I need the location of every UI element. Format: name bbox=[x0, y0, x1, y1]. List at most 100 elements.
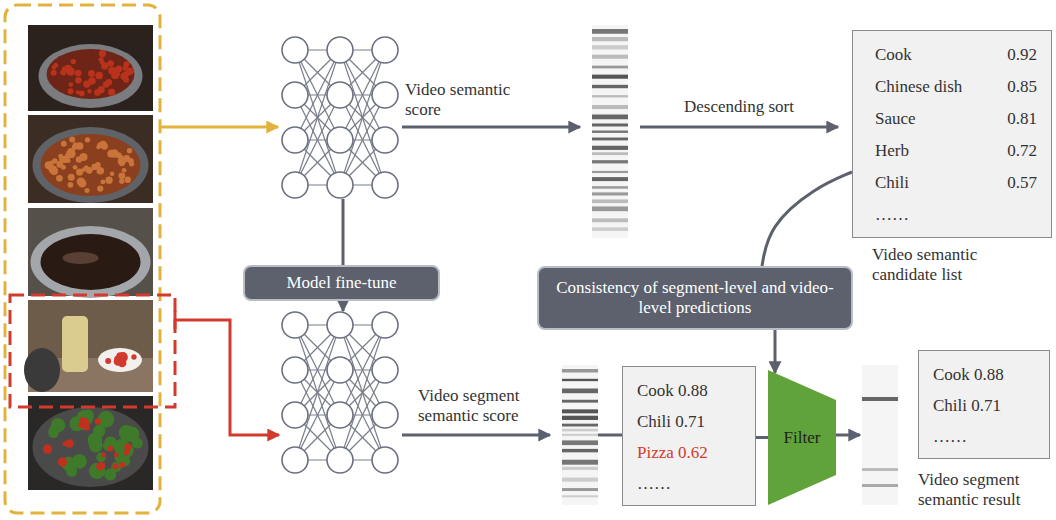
network-neuron bbox=[372, 402, 398, 428]
food-piece bbox=[69, 136, 75, 142]
network-neuron bbox=[327, 447, 353, 473]
annotation-label: Descending sort bbox=[684, 97, 834, 117]
food-piece bbox=[108, 68, 113, 73]
bowl bbox=[98, 348, 142, 372]
vector-stripe bbox=[592, 130, 628, 132]
vector-stripe bbox=[592, 199, 628, 203]
network-link bbox=[340, 325, 385, 460]
flow-arrow bbox=[160, 126, 278, 129]
food-piece bbox=[88, 70, 95, 77]
network-neuron bbox=[372, 357, 398, 383]
food-piece bbox=[58, 457, 67, 466]
pot bbox=[31, 226, 151, 298]
food-piece bbox=[89, 439, 103, 453]
flow-line bbox=[598, 434, 622, 437]
food-piece bbox=[126, 67, 133, 74]
video-frame bbox=[28, 115, 153, 203]
node-text: Filter bbox=[784, 428, 821, 448]
network-link bbox=[340, 50, 385, 185]
food-piece bbox=[96, 452, 106, 462]
food-piece bbox=[75, 70, 82, 77]
food-piece bbox=[88, 77, 96, 85]
pot-content bbox=[47, 49, 135, 99]
pot bbox=[33, 127, 149, 203]
vector-stripe bbox=[592, 152, 628, 155]
food-piece bbox=[61, 141, 67, 147]
pot bbox=[39, 44, 143, 108]
food-piece bbox=[87, 89, 91, 93]
node-text: Herb bbox=[875, 135, 993, 167]
node-text: Chili 0.71 bbox=[933, 390, 1037, 421]
vector-stripe bbox=[592, 160, 628, 163]
network-link bbox=[340, 50, 385, 185]
food-piece bbox=[108, 67, 116, 75]
food-piece bbox=[114, 452, 119, 457]
food-piece bbox=[119, 443, 134, 458]
food-piece bbox=[69, 82, 74, 87]
food-piece bbox=[118, 172, 125, 179]
network-neuron bbox=[372, 82, 398, 108]
food-piece bbox=[79, 91, 85, 97]
network-link bbox=[295, 50, 340, 185]
vector-stripe bbox=[592, 192, 628, 195]
food-piece bbox=[77, 178, 85, 186]
food-piece bbox=[76, 168, 83, 175]
node-text: Cook 0.88 bbox=[637, 375, 743, 406]
food-piece bbox=[123, 155, 130, 162]
food-piece bbox=[56, 175, 63, 182]
food-piece bbox=[127, 148, 132, 153]
vector-stripe bbox=[592, 66, 628, 69]
network-link bbox=[295, 50, 340, 185]
process-box: Model fine-tune bbox=[243, 265, 440, 301]
reflection bbox=[63, 252, 99, 264]
node-text: Pizza 0.62 bbox=[637, 437, 743, 468]
annotation-label: Video segment semantic score bbox=[418, 386, 548, 427]
flow-arrow bbox=[640, 126, 838, 129]
food-piece bbox=[51, 70, 57, 76]
pot-content bbox=[41, 234, 141, 290]
flow-line bbox=[342, 199, 345, 266]
vector-stripe bbox=[562, 400, 598, 403]
annotation-label: Video semantic score bbox=[405, 80, 533, 121]
frame-photo bbox=[28, 25, 153, 111]
annotation-label: Video semantic candidate list bbox=[872, 245, 1037, 286]
vector-stripe bbox=[562, 379, 598, 381]
food-piece bbox=[91, 164, 97, 170]
network-neuron bbox=[327, 402, 353, 428]
food-piece bbox=[73, 142, 78, 147]
neural-network bbox=[282, 37, 398, 198]
score-vector bbox=[862, 365, 898, 505]
flow-arrow bbox=[836, 434, 860, 437]
food-piece bbox=[103, 440, 114, 451]
food-piece bbox=[71, 59, 76, 64]
neural-network bbox=[282, 312, 398, 473]
food-piece bbox=[129, 161, 134, 166]
vector-stripe bbox=[592, 146, 628, 150]
food-piece bbox=[122, 168, 127, 173]
food-piece bbox=[124, 176, 131, 183]
food-piece bbox=[85, 137, 90, 142]
network-neuron bbox=[282, 447, 308, 473]
flow-arrow bbox=[402, 434, 550, 437]
network-neuron bbox=[372, 37, 398, 63]
node-text: 0.85 bbox=[1007, 71, 1037, 103]
vector-stripe bbox=[592, 85, 628, 88]
food-piece bbox=[68, 182, 74, 188]
food-piece bbox=[68, 88, 74, 94]
food-piece bbox=[73, 165, 78, 170]
video-frame bbox=[24, 300, 153, 392]
vector-stripe bbox=[562, 449, 598, 452]
network-link bbox=[295, 325, 340, 460]
node-text: 0.92 bbox=[1007, 39, 1037, 71]
vector-stripe bbox=[592, 171, 628, 173]
food-piece bbox=[43, 444, 52, 453]
food-piece bbox=[112, 463, 118, 469]
food-piece bbox=[124, 443, 131, 450]
vector-stripe bbox=[562, 389, 598, 394]
food-piece bbox=[119, 425, 135, 441]
food-piece bbox=[89, 463, 105, 479]
segment-list: Cook 0.88Chili 0.71Pizza 0.62…… bbox=[622, 366, 756, 506]
food-piece bbox=[119, 179, 124, 184]
